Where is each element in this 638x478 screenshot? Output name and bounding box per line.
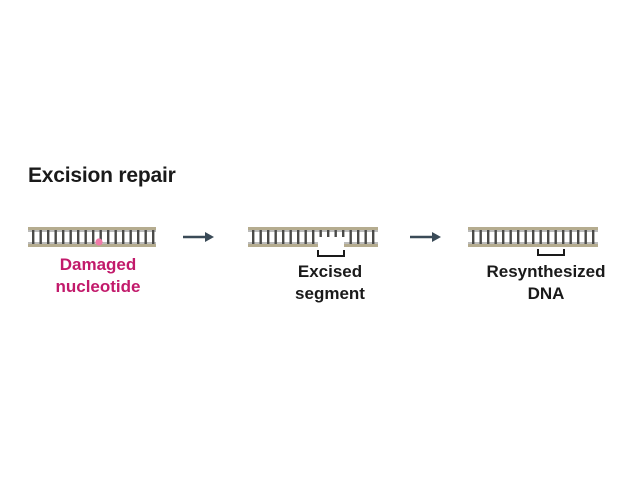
base-pair-rung [334,230,337,237]
base-pair-rung [349,230,352,244]
base-pair-rung [494,230,497,244]
base-pair-rung [84,230,87,244]
base-pair-rung [524,230,527,244]
base-pair-rung [122,230,125,244]
diagram-title: Excision repair [28,164,176,187]
base-pair-rung [592,230,595,244]
dna-step-excised [248,227,378,257]
step-arrow-1 [183,232,214,242]
dna-step-damaged [28,227,156,247]
base-pair-rung [517,230,520,244]
base-pair-rung [69,230,72,244]
base-pair-rung [357,230,360,244]
label-line: Excised [297,262,363,281]
base-pair-rung [577,230,580,244]
base-pair-rung [99,230,102,244]
base-pair-rung [554,230,557,244]
base-pair-rung [62,230,65,244]
base-pair-rung [114,230,117,244]
base-pair-rung [472,230,475,244]
base-pair-rung [569,230,572,244]
base-pair-rung [372,230,375,244]
base-pair-rung [144,230,147,244]
base-pair-rung [479,230,482,244]
base-pair-rung [327,230,330,237]
base-pair-rung [77,230,80,244]
dna-strand-bottom [344,244,378,247]
base-pair-rung [152,230,155,244]
label-line: DNA [527,284,565,303]
label-line: Damaged [59,255,137,274]
label-line: Resynthesized [486,262,606,281]
label-line: nucleotide [55,277,141,296]
base-pair-rung [259,230,262,244]
damaged-nucleotide-marker [95,238,103,246]
base-pair-rung [487,230,490,244]
base-pair-rung [312,230,315,244]
label-line: segment [295,284,365,303]
base-pair-rung [32,230,35,244]
excised-segment-label: Excised segment [270,261,390,305]
base-pair-rung [107,230,110,244]
base-pair-rung [274,230,277,244]
base-pair-rung [297,230,300,244]
damaged-nucleotide-label: Damaged nucleotide [38,254,158,298]
base-pair-rung [267,230,270,244]
step-arrow-2 [410,232,441,242]
base-pair-rung [509,230,512,244]
base-pair-rung [39,230,42,244]
base-pair-rung [252,230,255,244]
base-pair-rung [547,230,550,244]
base-pair-rung [364,230,367,244]
base-pair-rung [532,230,535,244]
resynthesized-dna-label: Resynthesized DNA [476,261,616,305]
base-pair-rung [47,230,50,244]
base-pair-rung [129,230,132,244]
base-pair-rung [137,230,140,244]
dna-strand-bottom [248,244,318,247]
base-pair-rung [562,230,565,244]
dna-strand-top [468,227,598,230]
base-pair-rung [319,230,322,237]
resynthesized-segment-bracket [537,249,565,256]
base-pair-rung [502,230,505,244]
base-pair-rung [304,230,307,244]
base-pair-rung [584,230,587,244]
dna-strand-bottom [468,244,598,247]
dna-double-helix-repaired [468,227,598,247]
right-arrow-icon [432,232,441,242]
excised-segment-bracket [317,250,345,257]
base-pair-rung [539,230,542,244]
right-arrow-icon [205,232,214,242]
dna-strand-top [28,227,156,230]
dna-step-resynthesized [468,227,598,256]
base-pair-rung [282,230,285,244]
base-pair-rung [289,230,292,244]
dna-double-helix-with-gap [248,227,378,247]
dna-strand-bottom [28,244,156,247]
dna-strand-top [248,227,378,230]
base-pair-rung [92,230,95,244]
dna-double-helix [28,227,156,247]
base-pair-rung [54,230,57,244]
base-pair-rung [342,230,345,237]
